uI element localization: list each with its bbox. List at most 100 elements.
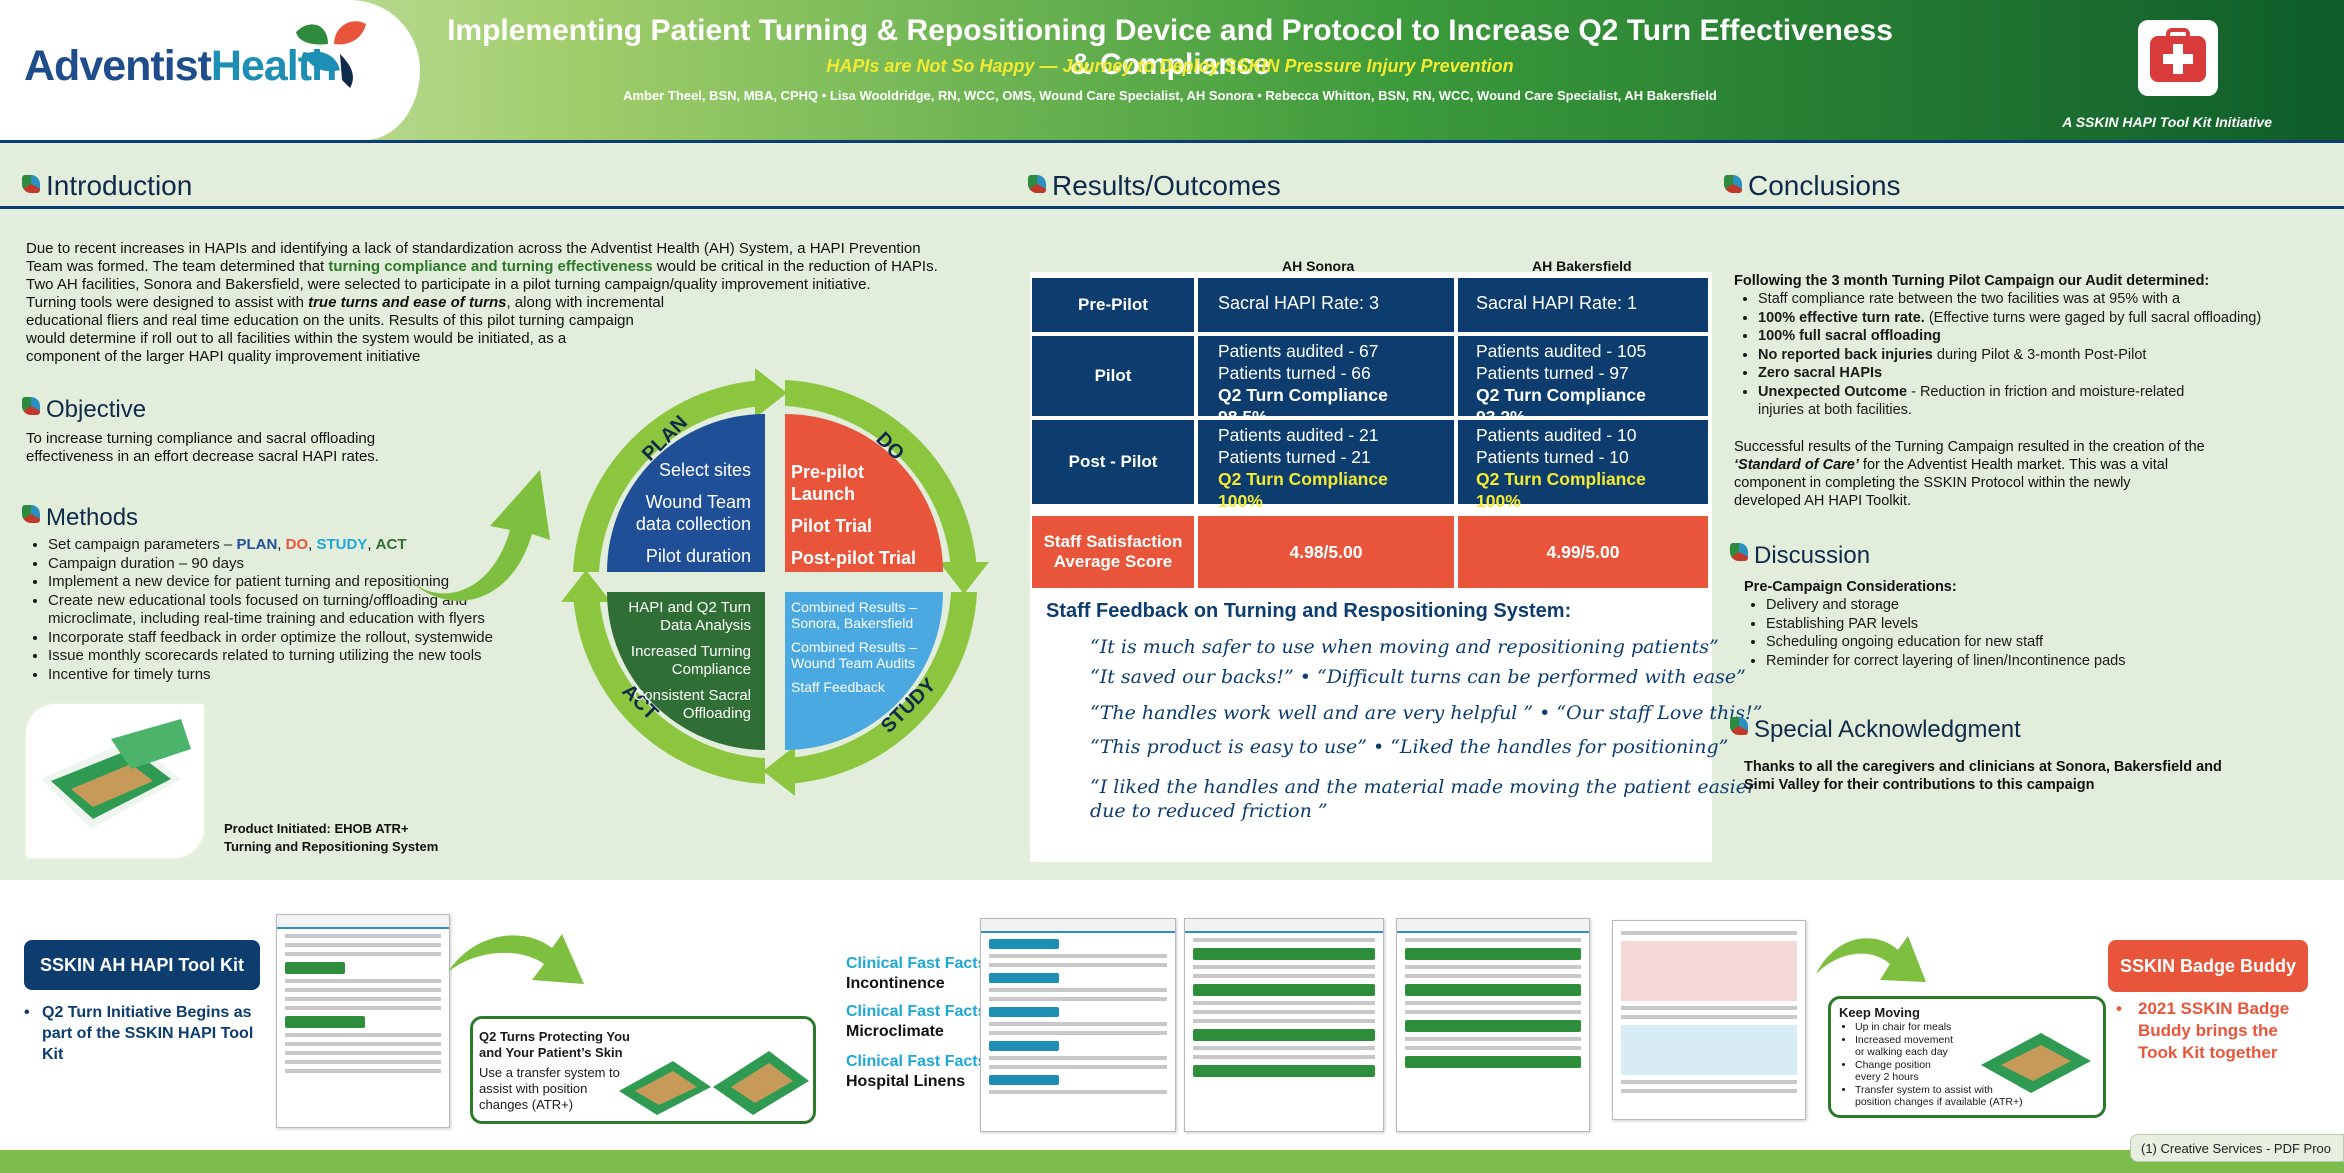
keep-moving-item: Increased movement bbox=[1855, 1034, 2023, 1047]
logo-word-2: Health bbox=[210, 42, 337, 90]
methods-item: Implement a new device for patient turni… bbox=[48, 573, 530, 592]
methods-item: Incorporate staff feedback in order opti… bbox=[48, 629, 530, 648]
section-bullet-icon bbox=[22, 505, 40, 523]
fast-facts-thumbnail[interactable] bbox=[1396, 918, 1590, 1132]
section-bullet-icon bbox=[1730, 543, 1748, 561]
acknowledgment-text: Thanks to all the caregivers and clinici… bbox=[1744, 759, 2222, 793]
keep-moving-list: Up in chair for meals Increased movement… bbox=[1855, 1021, 2023, 1109]
plan-item: Select sites bbox=[659, 460, 751, 480]
do-item: Launch bbox=[791, 484, 855, 504]
discussion-item: Scheduling ongoing education for new sta… bbox=[1766, 633, 2308, 652]
section-rule bbox=[1000, 206, 1700, 209]
act-item: Data Analysis bbox=[660, 617, 751, 634]
conclusions-lead: Following the 3 month Turning Pilot Camp… bbox=[1734, 273, 2210, 289]
conclusions-item: 100% effective turn rate. (Effective tur… bbox=[1758, 309, 2340, 328]
introduction-text: Due to recent increases in HAPIs and ide… bbox=[26, 240, 938, 365]
conclusions-heading: Conclusions bbox=[1724, 170, 1901, 202]
poster-authors: Amber Theel, BSN, MBA, CPHQ • Lisa Woold… bbox=[623, 88, 1717, 103]
act-quadrant bbox=[607, 592, 765, 750]
objective-text: To increase turning compliance and sacra… bbox=[26, 430, 379, 465]
keep-moving-item: Transfer system to assist with bbox=[1855, 1084, 2023, 1097]
fast-facts-linens[interactable]: Clinical Fast Facts Hospital Linens bbox=[846, 1053, 987, 1090]
initiative-tag: A SSKIN HAPI Tool Kit Initiative bbox=[2062, 114, 2272, 130]
feedback-quote: “I liked the handles and the material ma… bbox=[1090, 776, 1757, 798]
objective-heading: Objective bbox=[22, 396, 146, 424]
plan-quadrant bbox=[607, 414, 765, 572]
feedback-heading: Staff Feedback on Turning and Respositio… bbox=[1046, 600, 1572, 622]
plan-item: Wound Team bbox=[646, 492, 751, 512]
methods-heading: Methods bbox=[22, 504, 138, 532]
cell-bakersfield-satisfaction: 4.99/5.00 bbox=[1458, 516, 1708, 588]
keep-moving-item: every 2 hours bbox=[1855, 1071, 1919, 1083]
header-divider bbox=[0, 140, 2344, 143]
pdsa-cycle-diagram: PLAN DO STUDY ACT Select sites Wound Tea… bbox=[561, 368, 989, 796]
study-item: Combined Results – bbox=[791, 639, 917, 655]
conclusions-item: 100% full sacral offloading bbox=[1758, 327, 2340, 346]
poster-title: Implementing Patient Turning & Repositio… bbox=[447, 14, 1893, 81]
feedback-quote: due to reduced friction ” bbox=[1090, 800, 1328, 822]
discussion-list: Delivery and storage Establishing PAR le… bbox=[1748, 596, 2308, 670]
curved-arrow-icon bbox=[448, 934, 584, 984]
fast-facts-incontinence[interactable]: Clinical Fast Facts Incontinence bbox=[846, 955, 987, 992]
section-rule bbox=[0, 206, 1000, 209]
act-arc bbox=[573, 592, 765, 784]
keep-moving-item: or walking each day bbox=[1855, 1046, 1948, 1058]
section-bullet-icon bbox=[1730, 717, 1748, 735]
keep-moving-item: Up in chair for meals bbox=[1855, 1021, 2023, 1034]
introduction-heading: Introduction bbox=[22, 170, 192, 202]
status-tab[interactable]: (1) Creative Services - PDF Proo bbox=[2130, 1134, 2344, 1162]
study-item: Wound Team Audits bbox=[791, 655, 915, 671]
discussion-heading: Discussion bbox=[1730, 542, 1870, 570]
do-item: Pilot Trial bbox=[791, 516, 872, 536]
feedback-quote: “The handles work well and are very help… bbox=[1090, 702, 1763, 724]
methods-item: Incentive for timely turns bbox=[48, 666, 530, 685]
cell-sonora-postpilot: Patients audited - 21 Patients turned - … bbox=[1198, 420, 1454, 511]
first-aid-kit-icon bbox=[2138, 20, 2218, 96]
row-label-pilot: Pilot bbox=[1032, 336, 1194, 416]
section-bullet-icon bbox=[22, 397, 40, 415]
conclusions-item: Unexpected Outcome - Reduction in fricti… bbox=[1758, 383, 2340, 402]
adventist-health-logo[interactable]: AdventistHealth bbox=[24, 42, 337, 91]
cell-sonora-pilot: Patients audited - 67 Patients turned - … bbox=[1198, 336, 1454, 427]
row-label-satisfaction: Staff Satisfaction Average Score bbox=[1032, 516, 1194, 588]
act-item: HAPI and Q2 Turn bbox=[628, 599, 751, 616]
toolkit-thumbnail[interactable] bbox=[276, 914, 450, 1128]
curved-arrow-icon bbox=[400, 470, 550, 601]
curved-arrow-icon bbox=[1816, 936, 1926, 982]
toolkit-note: • Q2 Turn Initiative Begins as part of t… bbox=[24, 1004, 254, 1063]
cell-sonora-prepilot: Sacral HAPI Rate: 3 bbox=[1198, 278, 1454, 332]
feedback-quote: “It is much safer to use when moving and… bbox=[1090, 636, 1719, 658]
turning-device-photo bbox=[26, 704, 204, 858]
study-item: Sonora, Bakersfield bbox=[791, 615, 913, 631]
act-item: Consistent Sacral bbox=[633, 687, 751, 704]
discussion-item: Reminder for correct layering of linen/I… bbox=[1766, 652, 2308, 671]
badge-buddy-label: SSKIN Badge Buddy bbox=[2108, 940, 2308, 992]
act-item: Increased Turning bbox=[631, 643, 751, 660]
fast-facts-thumbnail[interactable] bbox=[1184, 918, 1384, 1132]
study-quadrant bbox=[785, 592, 943, 750]
conclusions-item: Zero sacral HAPIs bbox=[1758, 364, 2340, 383]
row-label-postpilot: Post - Pilot bbox=[1032, 420, 1194, 504]
do-arc bbox=[785, 380, 977, 572]
do-item: Pre-pilot bbox=[791, 462, 864, 482]
toolkit-label: SSKIN AH HAPI Tool Kit bbox=[24, 940, 260, 990]
sskin-thumbnail[interactable] bbox=[1612, 920, 1806, 1120]
section-rule bbox=[1700, 206, 2344, 209]
methods-item-continued: microclimate, including real-time traini… bbox=[48, 610, 485, 627]
poster-subtitle: HAPIs are Not So Happy — Journey to Depl… bbox=[826, 56, 1514, 76]
methods-item: Campaign duration – 90 days bbox=[48, 555, 530, 574]
do-quadrant bbox=[785, 414, 943, 572]
section-bullet-icon bbox=[22, 175, 40, 193]
fast-facts-thumbnail[interactable] bbox=[980, 918, 1176, 1132]
methods-list: Set campaign parameters – PLAN, DO, STUD… bbox=[30, 536, 530, 684]
section-bullet-icon bbox=[1724, 175, 1742, 193]
q2-card-title: Q2 Turns Protecting You and Your Patient… bbox=[479, 1029, 630, 1060]
conclusions-item: No reported back injuries during Pilot &… bbox=[1758, 346, 2340, 365]
col-header-bakersfield: AH Bakersfield bbox=[1532, 258, 1632, 274]
keep-moving-card: Keep Moving Up in chair for meals Increa… bbox=[1828, 996, 2106, 1118]
fast-facts-microclimate[interactable]: Clinical Fast Facts Microclimate bbox=[846, 1003, 987, 1040]
plan-item: data collection bbox=[636, 514, 751, 534]
results-heading: Results/Outcomes bbox=[1028, 170, 1281, 202]
acknowledgment-heading: Special Acknowledgment bbox=[1730, 716, 2021, 744]
study-arc bbox=[785, 592, 977, 784]
